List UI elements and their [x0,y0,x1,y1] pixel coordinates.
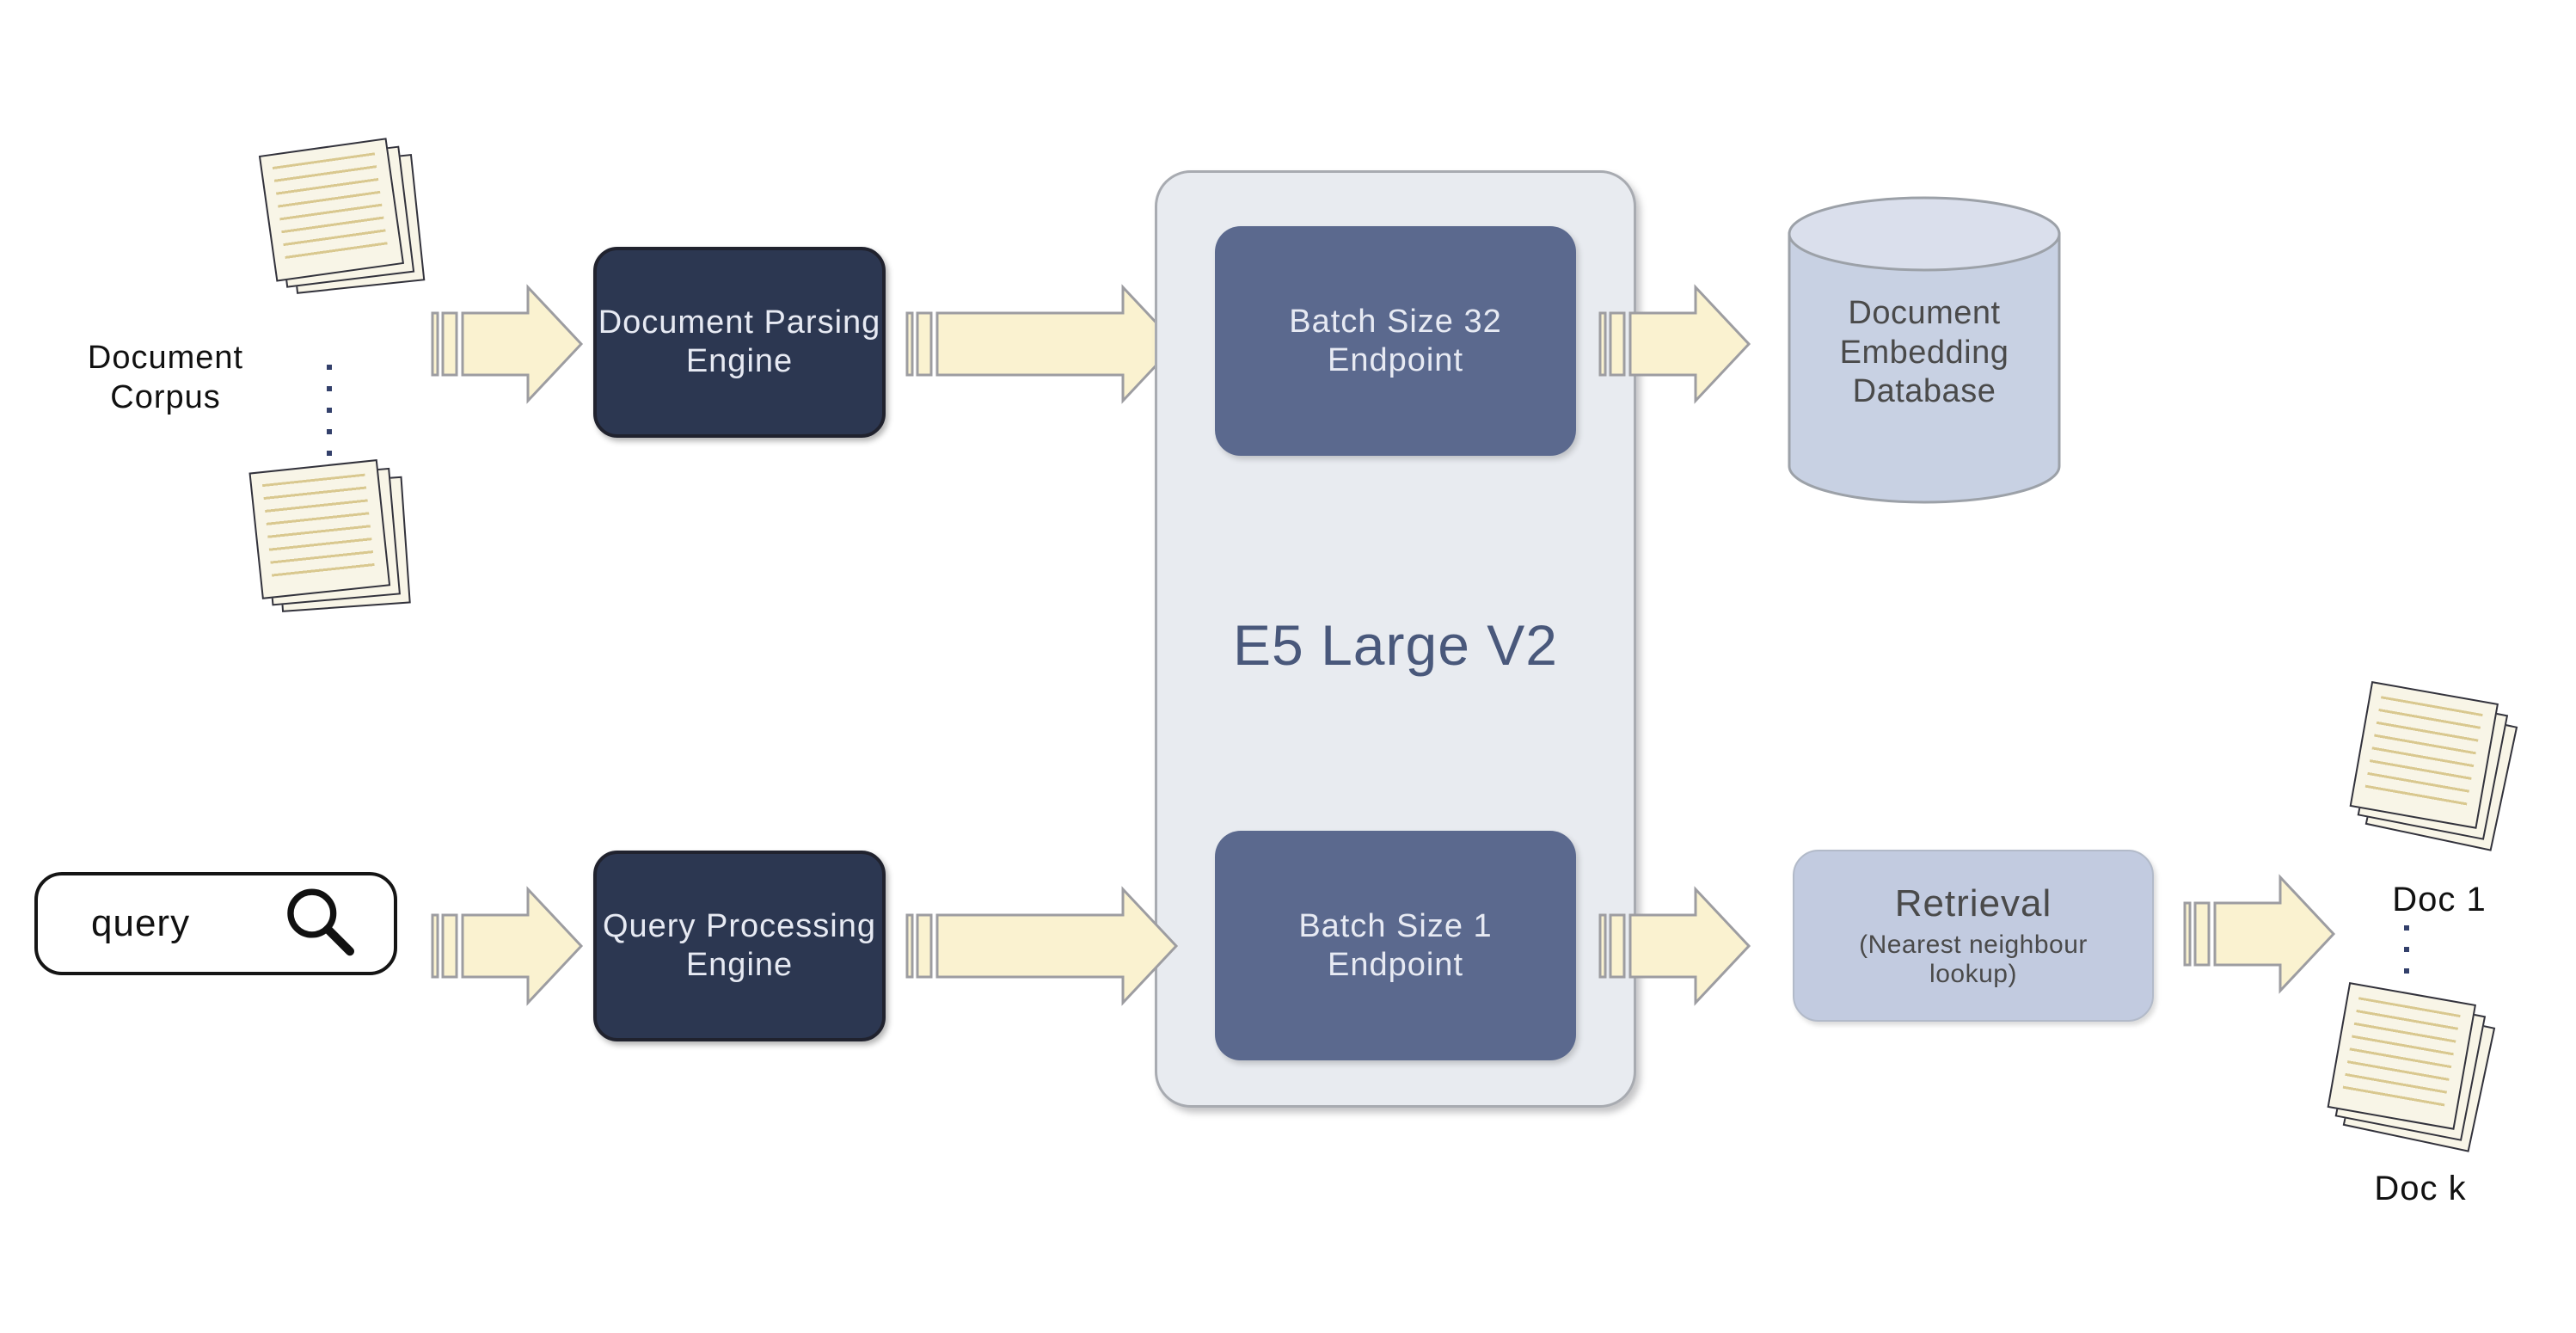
database-label: Document Embedding Database [1787,294,2062,412]
document-corpus-line2: Corpus [110,379,221,416]
arrow-batch1-to-retrieval-icon [1598,886,1752,1006]
document-parsing-engine-node: Document Parsing Engine [593,247,886,438]
page-front-icon [2327,982,2476,1130]
doc-k-label: Doc k [2374,1170,2467,1207]
batch1-line2: Endpoint [1327,946,1463,983]
document-stack-icon [258,135,429,303]
parsing-engine-line2: Engine [685,343,794,379]
retrieval-title: Retrieval [1894,882,2052,924]
e5-model-label: E5 Large V2 [1233,613,1558,677]
document-corpus-label: Document Corpus [47,338,284,418]
arrow-corpus-to-parser-icon [430,284,585,404]
parsing-engine-line1: Document Parsing [598,304,881,341]
arrow-parser-to-batch32-icon [905,284,1180,404]
query-engine-line1: Query Processing [602,908,876,945]
corpus-ellipsis-dots [327,365,332,487]
page-text-lines [272,152,389,268]
page-front-icon [248,458,391,599]
document-stack-icon [2346,681,2520,853]
arrow-query-to-processor-icon [430,886,585,1006]
database-line3: Database [1852,373,1996,410]
document-stack-icon [248,457,414,619]
retrieval-subtitle-line2: lookup) [1929,960,2017,988]
page-text-lines [2340,997,2461,1116]
document-embedding-database-node [1787,194,2062,508]
page-front-icon [258,138,405,282]
document-stack-icon [2323,982,2498,1154]
retrieval-node: Retrieval (Nearest neighbour lookup) [1793,850,2154,1022]
search-icon [287,888,355,956]
query-input[interactable] [89,901,280,946]
query-search-box[interactable] [34,872,397,975]
batch32-line1: Batch Size 32 [1289,303,1502,340]
batch-size-32-endpoint-node: Batch Size 32 Endpoint [1215,226,1576,456]
database-line2: Embedding [1839,334,2009,371]
database-line1: Document [1848,295,2001,331]
results-ellipsis-dots [2404,925,2409,989]
batch32-line2: Endpoint [1327,341,1463,378]
retrieval-subtitle-line1: (Nearest neighbour [1859,930,2088,959]
batch1-line1: Batch Size 1 [1298,907,1493,944]
document-corpus-line1: Document [87,340,244,376]
page-front-icon [2349,681,2499,829]
arrow-processor-to-batch1-icon [905,886,1180,1006]
database-cylinder-icon [1788,196,2061,504]
arrow-batch32-to-database-icon [1598,284,1752,404]
batch-size-1-endpoint-node: Batch Size 1 Endpoint [1215,831,1576,1060]
query-processing-engine-node: Query Processing Engine [593,851,886,1041]
page-text-lines [2363,696,2483,815]
page-text-lines [261,473,376,587]
query-engine-line2: Engine [685,947,794,983]
doc-1-label: Doc 1 [2392,881,2487,918]
arrow-retrieval-to-docs-icon [2182,874,2337,994]
